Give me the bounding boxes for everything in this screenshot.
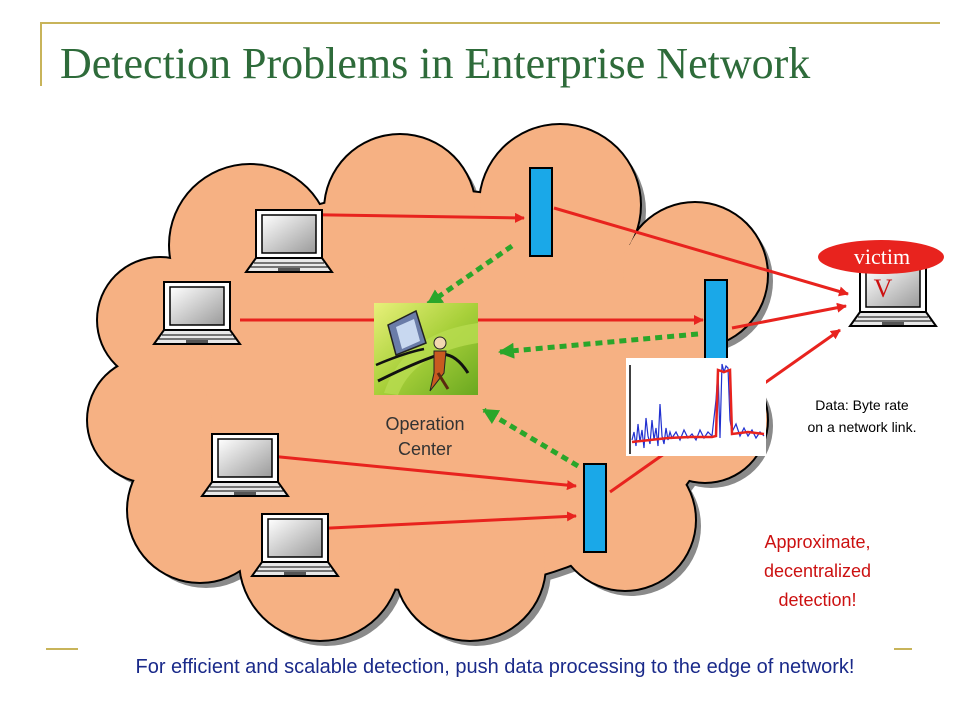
report-arrow-3 xyxy=(482,407,580,469)
bottom-note: For efficient and scalable detection, pu… xyxy=(135,656,855,678)
title-frame-left-bar xyxy=(40,22,42,86)
router-1 xyxy=(529,167,553,257)
victim-badge xyxy=(818,240,944,274)
title-frame-top-bar xyxy=(40,22,940,24)
report-arrow-2 xyxy=(498,331,699,359)
laptop-icon xyxy=(201,433,289,497)
link-router2-victim xyxy=(731,302,847,330)
operation-center-icon xyxy=(374,303,478,395)
laptop-icon xyxy=(245,209,333,273)
footer-rule-left xyxy=(46,648,78,650)
victim-badge-label: victim xyxy=(853,244,911,269)
traffic-arrow-3 xyxy=(269,454,577,491)
traffic-arrow-4 xyxy=(289,511,577,532)
byte-rate-chart xyxy=(626,358,766,456)
router-2 xyxy=(704,279,728,369)
victim-letter: V xyxy=(873,274,893,303)
data-caption: Data: Byte rate on a network link. xyxy=(807,397,917,435)
slide-title: Detection Problems in Enterprise Network xyxy=(60,39,811,88)
operation-center-label: Operation Center xyxy=(385,414,465,459)
byte-rate-smoothed-series xyxy=(631,368,765,444)
router-3 xyxy=(583,463,607,553)
laptop-icon xyxy=(251,513,339,577)
laptop-icon xyxy=(153,281,241,345)
link-router1-victim xyxy=(553,206,849,297)
approach-note: Approximate, decentralized detection! xyxy=(763,532,872,610)
footer-rule-right xyxy=(894,648,912,650)
report-arrow-1 xyxy=(426,243,514,307)
